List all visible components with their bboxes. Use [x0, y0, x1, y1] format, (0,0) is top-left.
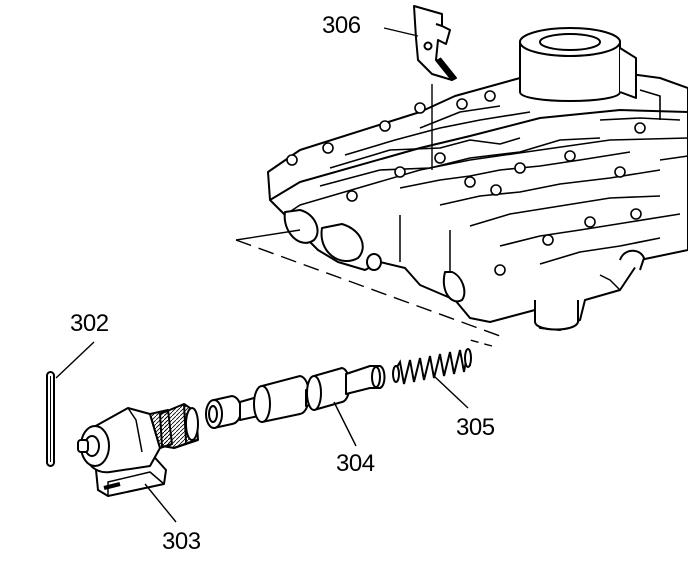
assembly-guide-lines [236, 84, 500, 346]
coil-spring [393, 349, 471, 384]
callout-304: 304 [336, 450, 375, 477]
o-ring-seal [47, 372, 54, 466]
retaining-clip [414, 6, 456, 80]
callout-302: 302 [70, 310, 109, 337]
valve-spool [206, 366, 385, 428]
leader-lines [56, 28, 468, 522]
solenoid-assembly [78, 404, 198, 496]
callout-305: 305 [456, 414, 495, 441]
callout-303: 303 [162, 528, 201, 555]
valve-body [268, 28, 688, 330]
callout-306: 306 [322, 12, 361, 39]
